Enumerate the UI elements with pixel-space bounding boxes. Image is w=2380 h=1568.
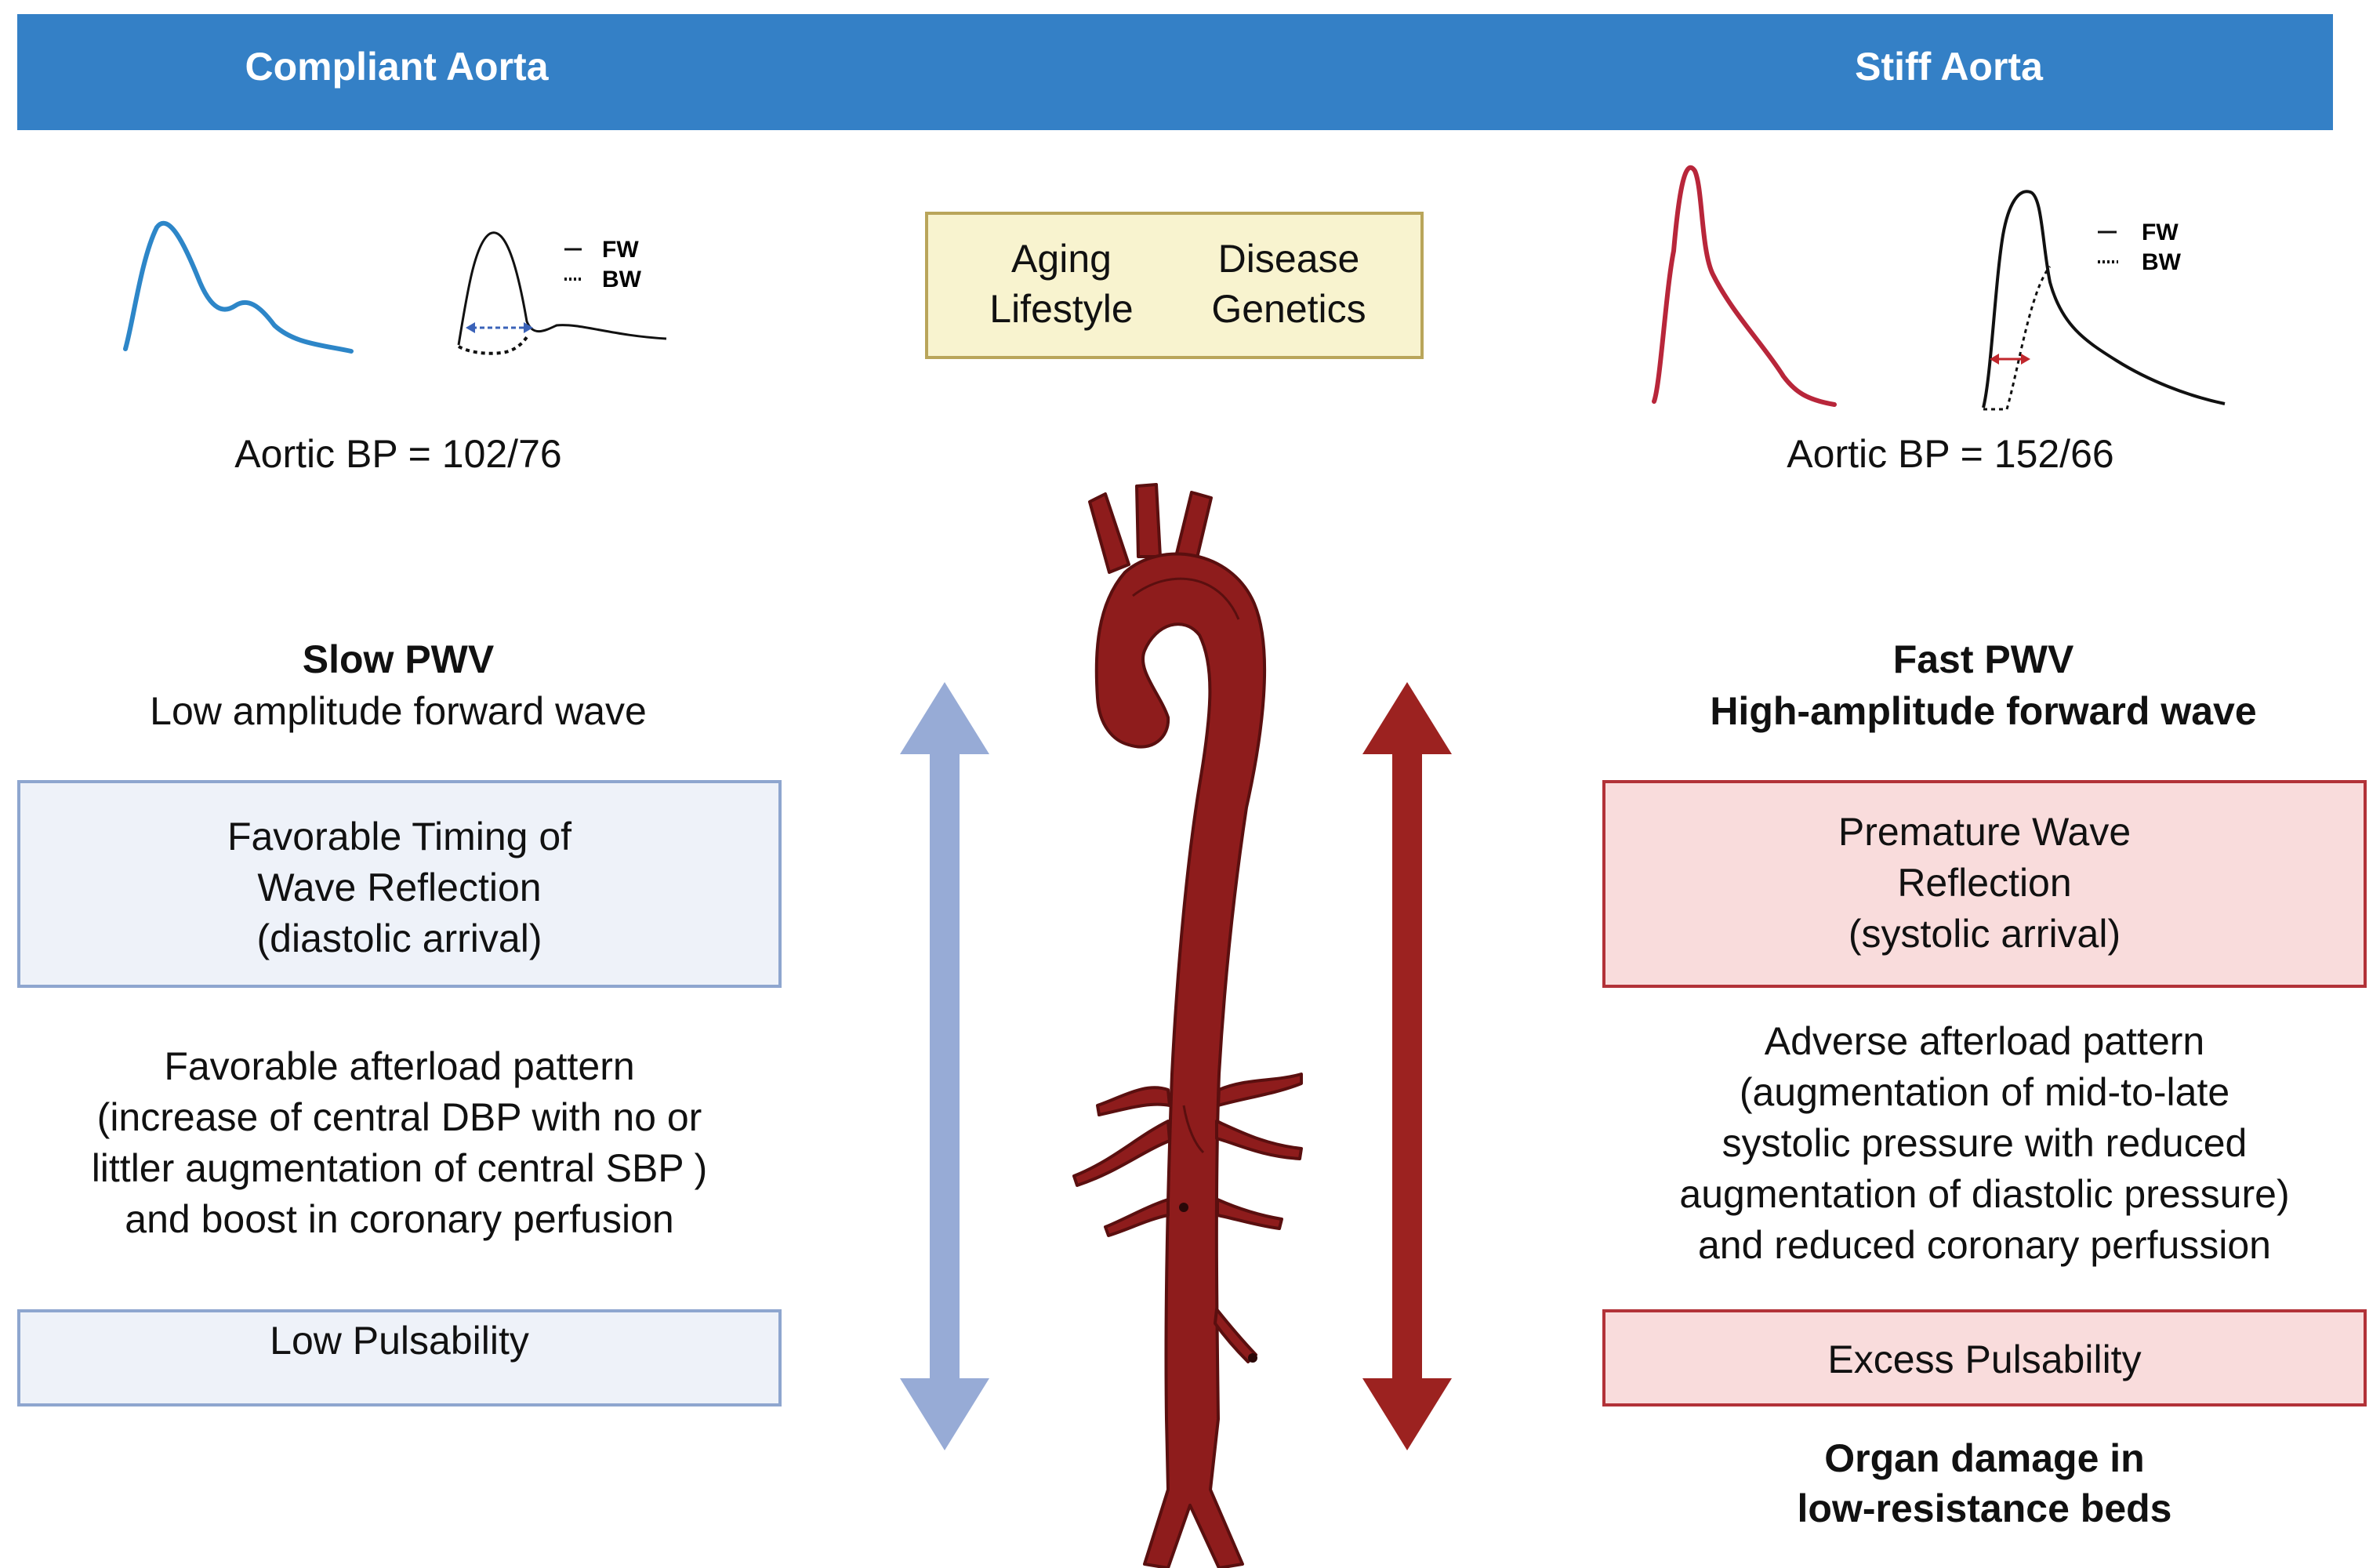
bw-legend-label: BW [2142, 249, 2182, 275]
right-pwv-subtitle: High-amplitude forward wave [1710, 689, 2257, 733]
right-pwv-title: Fast PWV [1892, 637, 2074, 681]
afterload-line: and reduced coronary perfussion [1697, 1223, 2271, 1267]
right-pwv-block: Fast PWV High-amplitude forward wave [1670, 633, 2297, 737]
right-aortic-bp: Aortic BP = 152/66 [1787, 432, 2114, 476]
compliant-fw-bw-waveform: FW BW [457, 231, 667, 355]
compliant-aorta-title: Compliant Aorta [245, 45, 549, 89]
premature-reflection-line: Reflection [1897, 861, 2072, 905]
premature-reflection-line: Premature Wave [1838, 810, 2131, 854]
adverse-afterload-text: Adverse afterload pattern (augmentation … [1602, 1016, 2367, 1271]
afterload-line: systolic pressure with reduced [1722, 1121, 2248, 1165]
blue-double-arrow-icon [900, 682, 989, 1450]
afterload-line: and boost in coronary perfusion [125, 1197, 674, 1241]
bw-legend-label: BW [602, 267, 642, 292]
favorable-timing-line: Wave Reflection [257, 866, 542, 909]
fw-legend-label: FW [2142, 220, 2179, 245]
fw-legend-label: FW [602, 237, 639, 263]
compliant-pressure-waveform [123, 220, 354, 354]
left-pwv-title: Slow PWV [302, 637, 495, 681]
afterload-line: littler augmentation of central SBP ) [91, 1146, 708, 1190]
factor-genetics: Genetics [1211, 287, 1366, 331]
stiff-fw-bw-waveform: FW BW [1982, 190, 2226, 411]
organ-damage-text: Organ damage in low-resistance beds [1602, 1433, 2367, 1534]
low-pulsability-label: Low Pulsability [270, 1319, 529, 1363]
premature-reflection-line: (systolic arrival) [1848, 912, 2121, 956]
excess-pulsability-label: Excess Pulsability [1827, 1338, 2142, 1381]
risk-factors-box: Aging Lifestyle Disease Genetics [925, 212, 1424, 359]
favorable-afterload-text: Favorable afterload pattern (increase of… [17, 1041, 782, 1245]
aorta-illustration [1072, 483, 1303, 1568]
afterload-line: augmentation of diastolic pressure) [1679, 1172, 2290, 1216]
stiff-aorta-title: Stiff Aorta [1855, 45, 2043, 89]
excess-pulsability-box: Excess Pulsability [1602, 1309, 2367, 1406]
left-aortic-bp: Aortic BP = 102/76 [234, 432, 562, 476]
header-bar [17, 14, 2333, 130]
premature-reflection-box: Premature Wave Reflection (systolic arri… [1602, 780, 2367, 988]
left-pwv-subtitle: Low amplitude forward wave [150, 689, 647, 733]
low-pulsability-box: Low Pulsability [17, 1309, 782, 1406]
organ-damage-line: low-resistance beds [1797, 1486, 2172, 1530]
stiff-pressure-waveform [1652, 165, 1837, 407]
afterload-line: Favorable afterload pattern [164, 1044, 635, 1088]
favorable-timing-box: Favorable Timing of Wave Reflection (dia… [17, 780, 782, 988]
favorable-timing-line: (diastolic arrival) [256, 916, 542, 960]
factor-disease: Disease [1217, 237, 1360, 281]
afterload-line: (increase of central DBP with no or [96, 1095, 702, 1139]
red-double-arrow-icon [1362, 682, 1452, 1450]
left-pwv-block: Slow PWV Low amplitude forward wave [85, 633, 712, 737]
favorable-timing-line: Favorable Timing of [227, 815, 572, 858]
factor-lifestyle: Lifestyle [989, 287, 1134, 331]
organ-damage-line: Organ damage in [1824, 1436, 2145, 1480]
factor-aging: Aging [1011, 237, 1112, 281]
afterload-line: (augmentation of mid-to-late [1739, 1070, 2230, 1114]
afterload-line: Adverse afterload pattern [1764, 1019, 2205, 1063]
